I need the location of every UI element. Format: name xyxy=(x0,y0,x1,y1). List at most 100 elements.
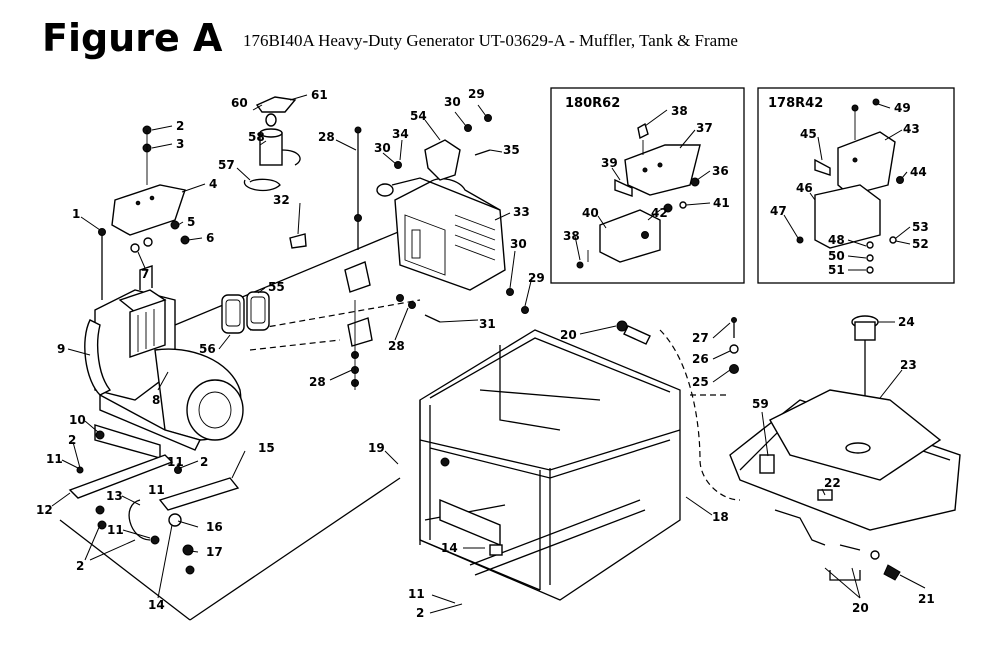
callout-label: 9 xyxy=(57,342,65,356)
callout-labels: 1 2 3 4 5 6 7 8 9 10 11 2 12 13 11 2 11 … xyxy=(36,87,935,620)
callout-label: 12 xyxy=(36,503,53,517)
muffler-33 xyxy=(376,177,506,291)
callout-label: 1 xyxy=(72,207,80,221)
callout-label: 18 xyxy=(712,510,729,524)
callout-label: 35 xyxy=(503,143,520,157)
callout-label: 43 xyxy=(903,122,920,136)
callout-label: 13 xyxy=(106,489,123,503)
callout-label: 11 xyxy=(408,587,425,601)
callout-label: 38 xyxy=(671,104,688,118)
callout-label: 25 xyxy=(692,375,709,389)
callout-label: 2 xyxy=(68,433,76,447)
tubular-frame-18 xyxy=(419,329,681,601)
callout-label: 59 xyxy=(752,397,769,411)
figure-title: Figure A xyxy=(42,16,223,60)
callout-label: 15 xyxy=(258,441,275,455)
callout-label: 16 xyxy=(206,520,223,534)
callout-label: 32 xyxy=(273,193,290,207)
muffler-studs xyxy=(344,126,373,390)
callout-label: 52 xyxy=(912,237,929,251)
callout-label: 7 xyxy=(141,267,149,281)
callout-label: 46 xyxy=(796,181,813,195)
callout-label: 11 xyxy=(148,483,165,497)
callout-label: 11 xyxy=(107,523,124,537)
gasket-32 xyxy=(289,233,307,249)
callout-label: 33 xyxy=(513,205,530,219)
callout-label: 26 xyxy=(692,352,709,366)
callout-label: 34 xyxy=(392,127,409,141)
callout-label: 28 xyxy=(318,130,335,144)
callout-label: 10 xyxy=(69,413,86,427)
diagram-subtitle: 176BI40A Heavy-Duty Generator UT-03629-A… xyxy=(243,31,738,50)
callout-label: 31 xyxy=(479,317,496,331)
callout-label: 14 xyxy=(441,541,458,555)
callout-label: 11 xyxy=(46,452,63,466)
callout-label: 42 xyxy=(651,206,668,220)
engine-bracket xyxy=(111,125,190,253)
callout-label: 19 xyxy=(368,441,385,455)
mount-brackets xyxy=(68,424,240,575)
callout-label: 3 xyxy=(176,137,184,151)
callout-label: 30 xyxy=(444,95,461,109)
callout-label: 54 xyxy=(410,109,427,123)
callout-label: 53 xyxy=(912,220,929,234)
callout-label: 20 xyxy=(852,601,869,615)
callout-label: 2 xyxy=(200,455,208,469)
fuel-tank-23 xyxy=(729,389,961,531)
callout-label: 28 xyxy=(309,375,326,389)
callout-label: 37 xyxy=(696,121,713,135)
inset-title-180r62: 180R62 xyxy=(565,96,620,111)
callout-label: 50 xyxy=(828,249,845,263)
callout-label: 45 xyxy=(800,127,817,141)
callout-label: 29 xyxy=(468,87,485,101)
air-filter-elements xyxy=(221,291,270,334)
callout-label: 11 xyxy=(167,455,184,469)
fuel-line-parts xyxy=(774,509,901,581)
ignition-coil-parts xyxy=(244,96,301,192)
callout-label: 57 xyxy=(218,158,235,172)
callout-label: 55 xyxy=(268,280,285,294)
callout-label: 23 xyxy=(900,358,917,372)
callout-label: 38 xyxy=(563,229,580,243)
callout-label: 6 xyxy=(206,231,214,245)
callout-label: 30 xyxy=(510,237,527,251)
callout-label: 2 xyxy=(416,606,424,620)
inset-title-178r42: 178R42 xyxy=(768,96,823,111)
inset-box-180r62 xyxy=(550,87,745,284)
engine-assembly xyxy=(84,265,244,451)
inset-box-178r42 xyxy=(757,87,955,284)
callout-label: 44 xyxy=(910,165,927,179)
callout-label: 40 xyxy=(582,206,599,220)
callout-label: 49 xyxy=(894,101,911,115)
bolt-1 xyxy=(98,228,106,300)
callout-label: 47 xyxy=(770,204,787,218)
callout-label: 28 xyxy=(388,339,405,353)
fuel-line-fitting xyxy=(616,320,651,345)
fuel-cap-24 xyxy=(851,315,879,400)
callout-label: 22 xyxy=(824,476,841,490)
callout-label: 61 xyxy=(311,88,328,102)
callout-label: 27 xyxy=(692,331,709,345)
callout-label: 60 xyxy=(231,96,248,110)
callout-label: 24 xyxy=(898,315,915,329)
callout-label: 39 xyxy=(601,156,618,170)
callout-label: 2 xyxy=(76,559,84,573)
callout-label: 56 xyxy=(199,342,216,356)
inset-178r42-parts xyxy=(796,98,904,274)
callout-label: 51 xyxy=(828,263,845,277)
callout-label: 14 xyxy=(148,598,165,612)
tank-mount-hardware xyxy=(729,317,739,374)
callout-label: 20 xyxy=(560,328,577,342)
heat-shield-54 xyxy=(424,139,461,181)
callout-label: 8 xyxy=(152,393,160,407)
callout-label: 41 xyxy=(713,196,730,210)
leader-lines xyxy=(51,94,926,614)
muffler-screws xyxy=(394,114,529,323)
callout-label: 21 xyxy=(918,592,935,606)
callout-label: 58 xyxy=(248,130,265,144)
callout-label: 48 xyxy=(828,233,845,247)
callout-label: 5 xyxy=(187,215,195,229)
callout-label: 36 xyxy=(712,164,729,178)
callout-label: 29 xyxy=(528,271,545,285)
